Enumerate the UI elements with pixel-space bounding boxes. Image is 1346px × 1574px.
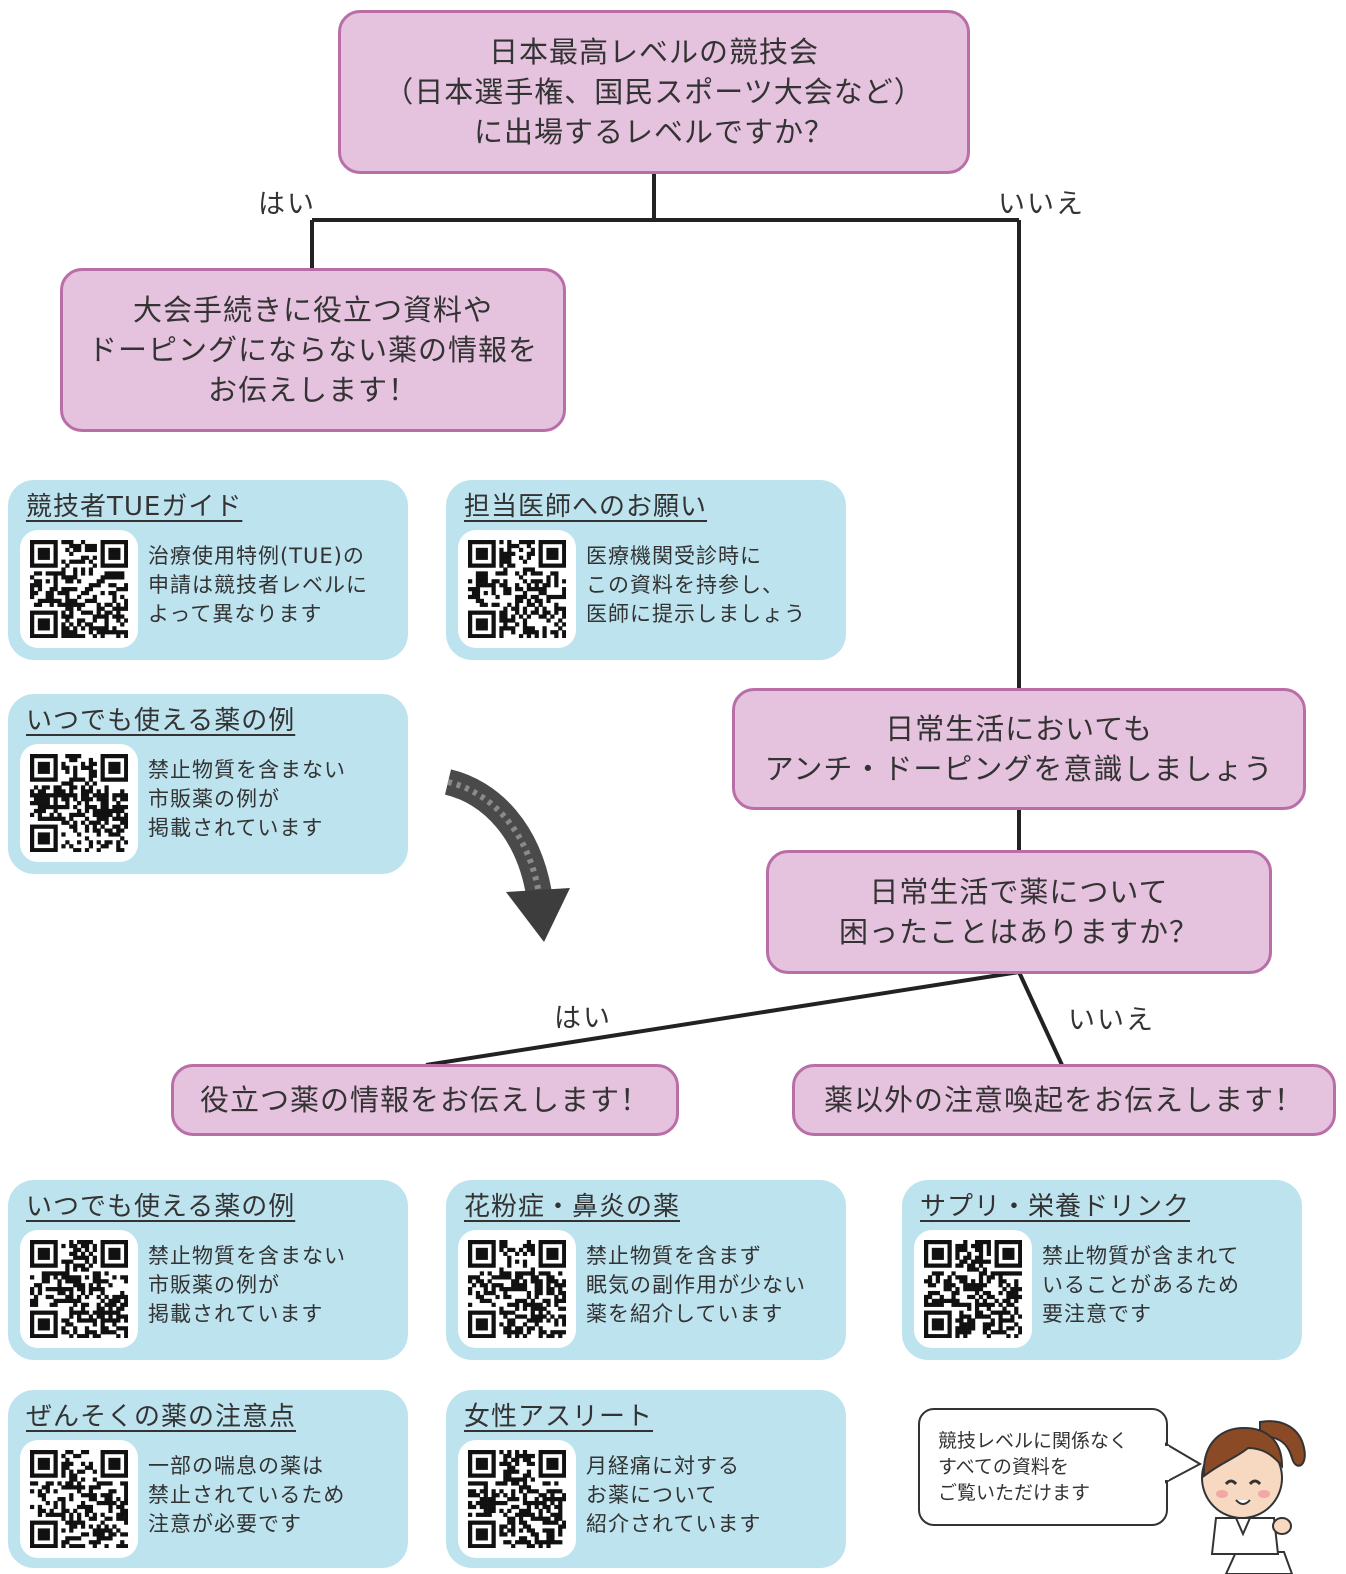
top-level-info-text: 大会手続きに役立つ資料や ドーピングにならない薬の情報を お伝えします！ bbox=[87, 293, 538, 407]
card-title[interactable]: 競技者TUEガイド bbox=[26, 492, 243, 522]
question-competition-level-text: 日本最高レベルの競技会 （日本選手権、国民スポーツ大会など） に出場するレベルで… bbox=[384, 35, 924, 149]
qr-code-icon[interactable] bbox=[20, 530, 138, 648]
card-description: 禁止物質が含まれて いることがあるため 要注意です bbox=[1042, 1244, 1240, 1326]
daily-life-text: 日常生活においても アンチ・ドーピングを意識しましょう bbox=[764, 712, 1274, 786]
speech-bubble-text: 競技レベルに関係なく すべての資料を ご覧いただけます bbox=[938, 1430, 1129, 1504]
card-title[interactable]: ぜんそくの薬の注意点 bbox=[26, 1402, 297, 1432]
qr-code-icon[interactable] bbox=[20, 744, 138, 862]
qr-code-icon[interactable] bbox=[20, 1440, 138, 1558]
qr-code-icon[interactable] bbox=[458, 1440, 576, 1558]
question-medicine-trouble-text: 日常生活で薬について 困ったことはありますか？ bbox=[838, 875, 1199, 949]
question-medicine-trouble: 日常生活で薬について 困ったことはありますか？ bbox=[766, 850, 1272, 974]
card-female-athlete[interactable]: 女性アスリート 月経痛に対する お薬について 紹介されています bbox=[446, 1390, 846, 1568]
card-always-usable-medicine[interactable]: いつでも使える薬の例 禁止物質を含まない 市販薬の例が 掲載されています bbox=[8, 1180, 408, 1360]
useful-medicine-info-text: 役立つ薬の情報をお伝えします！ bbox=[199, 1083, 650, 1117]
daily-life-box: 日常生活においても アンチ・ドーピングを意識しましょう bbox=[732, 688, 1306, 810]
card-description: 一部の喘息の薬は 禁止されているため 注意が必要です bbox=[148, 1454, 346, 1536]
card-hay-fever-medicine[interactable]: 花粉症・鼻炎の薬 禁止物質を含まず 眠気の副作用が少ない 薬を紹介しています bbox=[446, 1180, 846, 1360]
card-title[interactable]: いつでも使える薬の例 bbox=[26, 706, 296, 736]
connector-q2-yes bbox=[425, 970, 1020, 1067]
qr-code-icon[interactable] bbox=[458, 1230, 576, 1348]
card-title[interactable]: 女性アスリート bbox=[464, 1402, 654, 1432]
card-tue-guide[interactable]: 競技者TUEガイド 治療使用特例(TUE)の 申請は競技者レベルに よって異なり… bbox=[8, 480, 408, 660]
label-q2-no: いいえ bbox=[1068, 1005, 1155, 1036]
card-doctor-request[interactable]: 担当医師へのお願い 医療機関受診時に この資料を持参し、 医師に提示しましょう bbox=[446, 480, 846, 660]
card-always-usable-medicine-top[interactable]: いつでも使える薬の例 禁止物質を含まない 市販薬の例が 掲載されています bbox=[8, 694, 408, 874]
qr-code-icon[interactable] bbox=[914, 1230, 1032, 1348]
curved-arrow-icon bbox=[444, 769, 570, 942]
card-supplements[interactable]: サプリ・栄養ドリンク 禁止物質が含まれて いることがあるため 要注意です bbox=[902, 1180, 1302, 1360]
card-title[interactable]: 担当医師へのお願い bbox=[464, 492, 708, 522]
card-asthma-medicine[interactable]: ぜんそくの薬の注意点 一部の喘息の薬は 禁止されているため 注意が必要です bbox=[8, 1390, 408, 1568]
card-description: 禁止物質を含まず 眠気の副作用が少ない 薬を紹介しています bbox=[586, 1244, 806, 1326]
qr-code-icon[interactable] bbox=[458, 530, 576, 648]
useful-medicine-info-box: 役立つ薬の情報をお伝えします！ bbox=[171, 1064, 679, 1136]
card-title[interactable]: 花粉症・鼻炎の薬 bbox=[464, 1192, 681, 1222]
card-description: 医療機関受診時に この資料を持参し、 医師に提示しましょう bbox=[586, 544, 806, 626]
card-description: 禁止物質を含まない 市販薬の例が 掲載されています bbox=[148, 758, 346, 840]
card-description: 治療使用特例(TUE)の 申請は競技者レベルに よって異なります bbox=[148, 544, 368, 626]
pharmacist-girl-icon bbox=[1201, 1420, 1306, 1574]
label-q1-no: いいえ bbox=[998, 189, 1085, 220]
card-description: 月経痛に対する お薬について 紹介されています bbox=[586, 1454, 762, 1536]
non-drug-caution-text: 薬以外の注意喚起をお伝えします！ bbox=[823, 1083, 1304, 1117]
speech-bubble-tail bbox=[1165, 1442, 1203, 1484]
label-q2-yes: はい bbox=[554, 1003, 612, 1034]
question-competition-level: 日本最高レベルの競技会 （日本選手権、国民スポーツ大会など） に出場するレベルで… bbox=[338, 10, 970, 174]
card-title[interactable]: サプリ・栄養ドリンク bbox=[920, 1192, 1191, 1222]
card-title[interactable]: いつでも使える薬の例 bbox=[26, 1192, 296, 1222]
connector-q2-no bbox=[1017, 971, 1064, 1066]
non-drug-caution-box: 薬以外の注意喚起をお伝えします！ bbox=[792, 1064, 1336, 1136]
speech-bubble: 競技レベルに関係なく すべての資料を ご覧いただけます bbox=[918, 1408, 1168, 1526]
qr-code-icon[interactable] bbox=[20, 1230, 138, 1348]
label-q1-yes: はい bbox=[258, 189, 316, 220]
card-description: 禁止物質を含まない 市販薬の例が 掲載されています bbox=[148, 1244, 346, 1326]
top-level-info-box: 大会手続きに役立つ資料や ドーピングにならない薬の情報を お伝えします！ bbox=[60, 268, 566, 432]
